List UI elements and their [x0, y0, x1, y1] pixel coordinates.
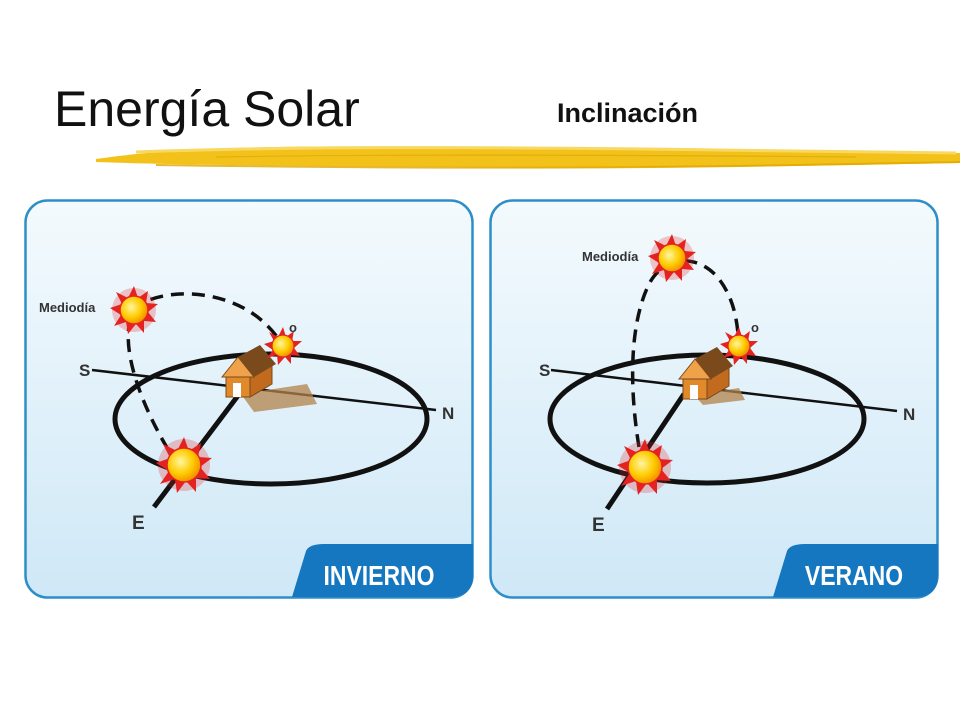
house-shadow: [694, 388, 745, 405]
sun-noon-icon: [648, 234, 696, 282]
west-label: o: [289, 320, 297, 335]
page-title: Energía Solar: [54, 81, 360, 137]
noon-label: Mediodía: [582, 249, 639, 264]
season-badge: [292, 544, 473, 597]
south-north-axis: [91, 368, 437, 412]
north-label: N: [903, 405, 915, 424]
sun-west-icon: [264, 327, 302, 365]
house-icon: [220, 345, 276, 398]
south-label: S: [539, 361, 550, 380]
sun-east-icon: [617, 439, 673, 495]
sun-east-icon: [156, 437, 212, 493]
brush-stroke-divider: [96, 146, 960, 169]
north-label: N: [442, 404, 454, 423]
sun-noon-icon: [110, 286, 158, 334]
south-label: S: [79, 361, 90, 380]
sun-path-arc: [126, 292, 286, 468]
east-label: E: [592, 515, 605, 536]
summer-panel: Mediodía S N E o VERANO: [489, 199, 939, 599]
season-label: VERANO: [805, 561, 903, 592]
sun-west-icon: [720, 327, 758, 365]
noon-label: Mediodía: [39, 300, 96, 315]
house-icon: [677, 347, 733, 400]
season-badge: [773, 544, 938, 597]
page-subtitle: Inclinación: [557, 98, 699, 128]
east-label: E: [132, 513, 145, 534]
season-label: INVIERNO: [324, 561, 435, 592]
house-shadow: [241, 384, 317, 412]
winter-panel: Mediodía S N E o INVIERNO: [24, 199, 474, 599]
west-label: o: [751, 320, 759, 335]
